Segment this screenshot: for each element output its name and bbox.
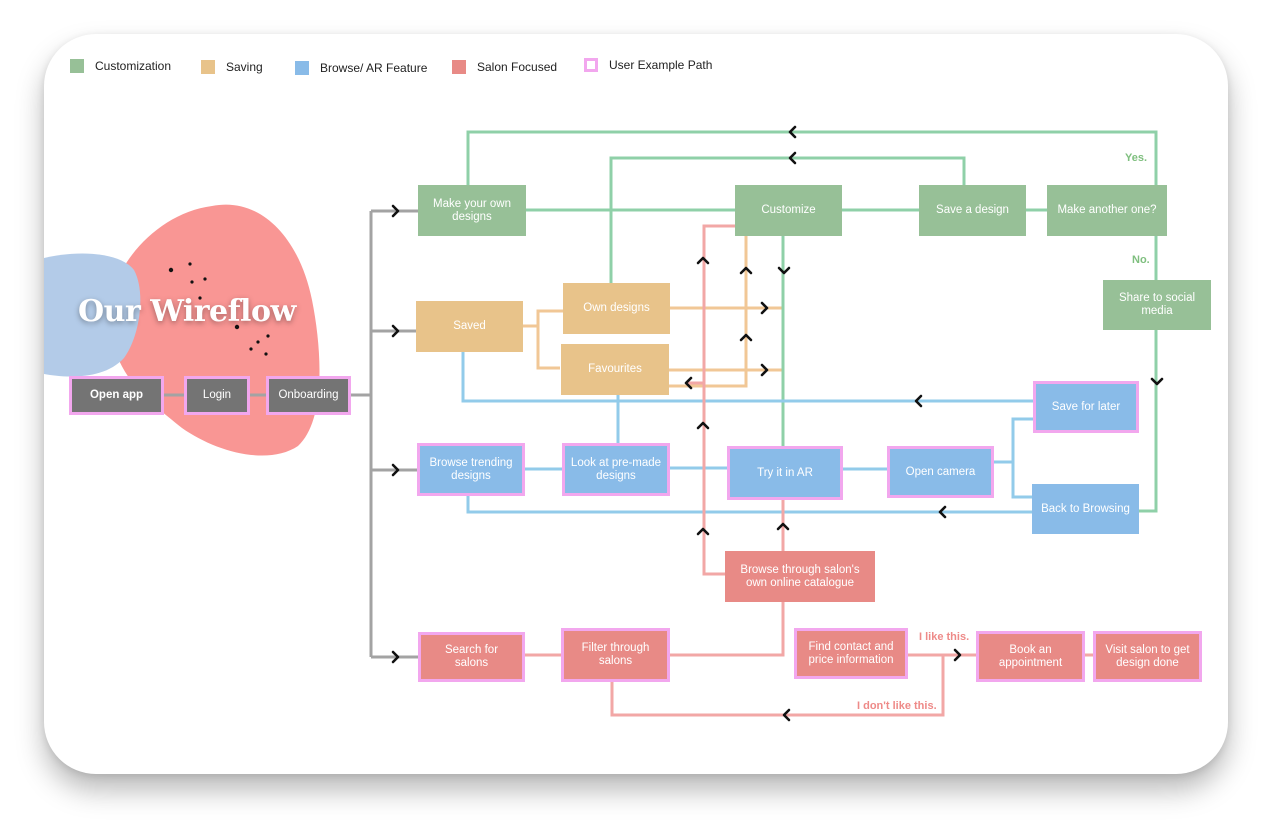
make-another-node[interactable]: Make another one? <box>1047 185 1167 236</box>
blue-blob <box>44 253 141 377</box>
legend-browse: Browse/ AR Feature <box>295 61 427 75</box>
legend-swatch <box>452 60 466 74</box>
login-node[interactable]: Login <box>184 376 250 415</box>
try-ar-node[interactable]: Try it in AR <box>727 446 843 500</box>
legend-label: Browse/ AR Feature <box>320 61 428 75</box>
legend-label: Customization <box>95 59 172 73</box>
legend-swatch <box>295 61 309 75</box>
legend-salon: Salon Focused <box>452 60 557 74</box>
customize-node[interactable]: Customize <box>735 185 842 236</box>
save-later-node[interactable]: Save for later <box>1033 381 1139 433</box>
legend-saving: Saving <box>201 60 263 74</box>
visit-salon-node[interactable]: Visit salon to get design done <box>1093 631 1202 682</box>
diagram-title: Our Wireflow <box>78 294 296 329</box>
like-label: I like this. <box>919 631 970 643</box>
filter-salons-node[interactable]: Filter through salons <box>561 628 670 682</box>
onboarding-node[interactable]: Onboarding <box>266 376 351 415</box>
legend-swatch <box>584 58 598 72</box>
salon-catalogue-node[interactable]: Browse through salon's own online catalo… <box>725 551 875 602</box>
legend-label: User Example Path <box>609 58 713 72</box>
make-own-designs-node[interactable]: Make your own designs <box>418 185 526 236</box>
book-appointment-node[interactable]: Book an appointment <box>976 631 1085 682</box>
browse-trending-node[interactable]: Browse trending designs <box>417 443 525 496</box>
open-camera-node[interactable]: Open camera <box>887 446 994 498</box>
legend-label: Saving <box>226 60 263 74</box>
legend-swatch <box>70 59 84 73</box>
yes-label: Yes. <box>1125 152 1148 164</box>
find-contact-node[interactable]: Find contact and price information <box>794 628 908 679</box>
open-app-node[interactable]: Open app <box>69 376 164 415</box>
legend-swatch <box>201 60 215 74</box>
legend-label: Salon Focused <box>477 60 558 74</box>
saved-node[interactable]: Saved <box>416 301 523 352</box>
legend-path: User Example Path <box>584 58 712 72</box>
search-salons-node[interactable]: Search for salons <box>418 632 525 682</box>
dots <box>168 262 270 356</box>
legend-customization: Customization <box>70 59 171 73</box>
dislike-label: I don't like this. <box>857 700 937 712</box>
look-premade-node[interactable]: Look at pre-made designs <box>562 443 670 496</box>
no-label: No. <box>1132 254 1150 266</box>
favourites-node[interactable]: Favourites <box>561 344 669 395</box>
own-designs-node[interactable]: Own designs <box>563 283 670 334</box>
share-social-node[interactable]: Share to social media <box>1103 280 1211 330</box>
back-browsing-node[interactable]: Back to Browsing <box>1032 484 1139 534</box>
save-design-node[interactable]: Save a design <box>919 185 1026 236</box>
